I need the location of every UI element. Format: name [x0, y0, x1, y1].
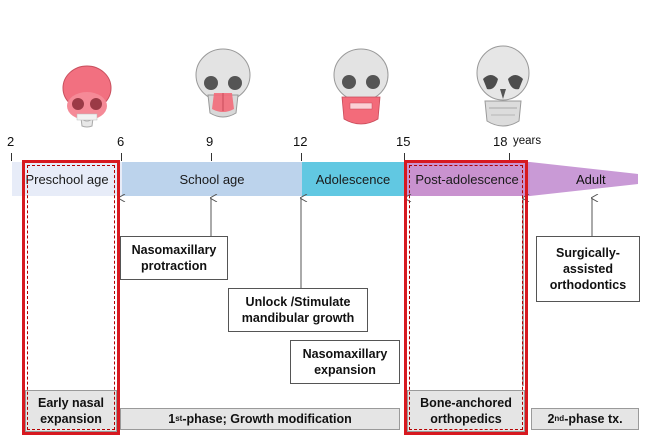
second-phase-text: -phase tx. — [564, 412, 623, 426]
highlight-frame-preschool — [22, 160, 120, 435]
treatment-line: assisted — [562, 262, 614, 276]
stage-post-adolescence-label: Post-adolescence — [415, 171, 519, 187]
stage-adult-label: Adult — [576, 172, 606, 187]
first-phase-sup: st — [175, 414, 183, 423]
stage-school-label: School age — [179, 171, 245, 187]
phase-line: orthopedics — [430, 412, 502, 426]
tick-label-9: 9 — [206, 134, 214, 149]
stage-adolescence-label: Adolescence — [315, 171, 391, 187]
treatment-surgical-orthodontics: Surgically- assisted orthodontics — [536, 236, 640, 302]
highlight-frame-post-adolescence — [404, 160, 528, 435]
tick-mark-15 — [404, 153, 405, 161]
second-phase-sup: nd — [554, 414, 565, 423]
tick-label-15: 15 — [396, 134, 411, 149]
years-unit-label: years — [513, 135, 542, 147]
treatment-line: orthodontics — [549, 278, 627, 292]
tick-mark-9 — [211, 153, 212, 161]
tick-mark-18 — [509, 153, 510, 161]
phase-early-nasal-expansion: Early nasal expansion — [25, 390, 117, 432]
tick-mark-6 — [121, 153, 122, 161]
stage-school: School age — [122, 162, 302, 196]
phase-line: expansion — [40, 412, 102, 426]
tick-mark-12 — [301, 153, 302, 161]
treatment-line: mandibular growth — [241, 311, 355, 325]
treatment-nasomaxillary-protraction: Nasomaxillary protraction — [120, 236, 228, 280]
second-phase-num: 2 — [547, 412, 555, 426]
skull-icon-preschool — [62, 65, 112, 128]
skull-icon-adolescent — [333, 48, 389, 125]
treatment-line: Nasomaxillary — [131, 243, 217, 257]
stage-adolescence: Adolescence — [302, 162, 404, 196]
tick-label-12: 12 — [293, 134, 308, 149]
treatment-line: Nasomaxillary — [302, 347, 388, 361]
phase-line: Bone-anchored — [420, 396, 512, 410]
treatment-line: Unlock /Stimulate — [245, 295, 351, 309]
treatment-line: Surgically- — [556, 246, 620, 260]
tick-label-18: 18 — [493, 134, 508, 149]
treatment-line: expansion — [314, 363, 376, 377]
stage-post-adolescence: Post-adolescence — [404, 162, 530, 196]
stage-preschool: Preschool age — [12, 162, 122, 196]
treatment-line: protraction — [141, 259, 207, 273]
first-phase-text: -phase; Growth modification — [182, 412, 352, 426]
stage-adult-arrow — [530, 162, 638, 196]
first-phase-num: 1 — [168, 412, 176, 426]
skull-icon-adult — [476, 45, 530, 127]
skull-icon-school — [195, 48, 251, 118]
tick-label-2: 2 — [7, 134, 15, 149]
treatment-nasomaxillary-expansion: Nasomaxillary expansion — [290, 340, 400, 384]
treatment-unlock-mandibular: Unlock /Stimulate mandibular growth — [228, 288, 368, 332]
stage-preschool-label: Preschool age — [25, 171, 109, 187]
phase-line: Early nasal — [37, 396, 104, 410]
phase-bone-anchored-orthopedics: Bone-anchored orthopedics — [407, 390, 525, 432]
tick-label-6: 6 — [117, 134, 125, 149]
tick-mark-2 — [11, 153, 12, 161]
